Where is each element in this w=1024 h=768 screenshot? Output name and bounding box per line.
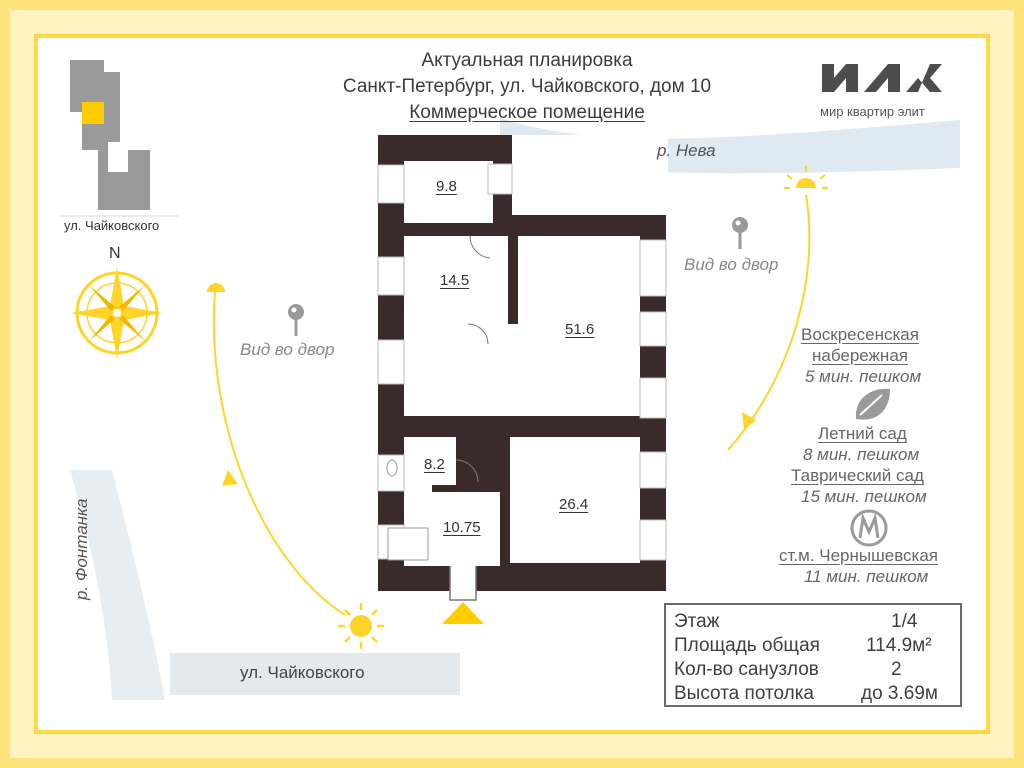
- street-band: [170, 653, 460, 695]
- info-table: Этаж 1/4 Площадь общая 114.9м² Кол-во са…: [664, 603, 962, 707]
- info-label: Кол-во санузлов: [674, 659, 819, 680]
- info-value: до 3.69м: [861, 683, 938, 704]
- header-subtitle-text: Коммерческое помещение: [409, 102, 645, 123]
- leaf-icon: [855, 388, 890, 420]
- room-area-label: 8.2: [424, 456, 445, 473]
- place-name: набережная: [812, 346, 908, 365]
- room-area-label: 9.8: [436, 178, 457, 195]
- sun-path-left: [212, 289, 346, 616]
- map-pin-icon: [732, 217, 748, 249]
- place-name: Летний сад: [818, 424, 907, 443]
- minimap-street-label: ул. Чайковского: [64, 218, 160, 233]
- place-walk-time: 5 мин. пешком: [805, 367, 922, 386]
- info-value: 2: [891, 659, 902, 680]
- compass-north-label: N: [109, 245, 121, 262]
- place-name: ст.м. Чернышевская: [779, 546, 939, 565]
- sun-set-icon: [784, 166, 828, 189]
- place-walk-time: 11 мин. пешком: [804, 567, 929, 586]
- room-area-label: 14.5: [440, 272, 470, 289]
- header-subtitle: Коммерческое помещение: [277, 102, 777, 124]
- room-area-label: 10.75: [443, 519, 481, 536]
- sun-icon: [338, 603, 384, 649]
- sun-rise-icon: [207, 283, 225, 292]
- logo-tagline: мир квартир элит: [820, 104, 925, 119]
- map-pin-icon: [288, 304, 304, 336]
- floor-plan: [377, 135, 668, 601]
- header-address: Санкт-Петербург, ул. Чайковского, дом 10: [342, 76, 712, 97]
- logo-mark-icon: [822, 64, 942, 92]
- place-walk-time: 8 мин. пешком: [803, 445, 920, 464]
- view-label-right: Вид во двор: [684, 255, 779, 274]
- info-value: 1/4: [891, 611, 918, 632]
- river-fontanka-label: р. Фонтанка: [72, 498, 91, 601]
- street-bottom-label: ул. Чайковского: [240, 663, 365, 682]
- info-value: 114.9м²: [866, 635, 932, 656]
- info-label: Этаж: [674, 611, 720, 632]
- info-label: Площадь общая: [674, 635, 820, 656]
- river-neva-label: р. Нева: [657, 141, 716, 160]
- view-label-left: Вид во двор: [240, 340, 335, 359]
- place-name: Воскресенская: [801, 325, 919, 344]
- place-name: Таврический сад: [791, 466, 924, 485]
- place-walk-time: 15 мин. пешком: [801, 487, 927, 506]
- building-minimap: [70, 60, 150, 210]
- header-title: Актуальная планировка: [421, 50, 633, 71]
- compass-rose-icon: [71, 267, 163, 359]
- room-area-label: 51.6: [565, 321, 595, 338]
- entrance-arrow-icon: [442, 602, 484, 624]
- fontanka-river: [70, 470, 165, 700]
- info-label: Высота потолка: [674, 683, 814, 704]
- room-area-label: 26.4: [559, 496, 589, 513]
- metro-icon: [850, 509, 888, 547]
